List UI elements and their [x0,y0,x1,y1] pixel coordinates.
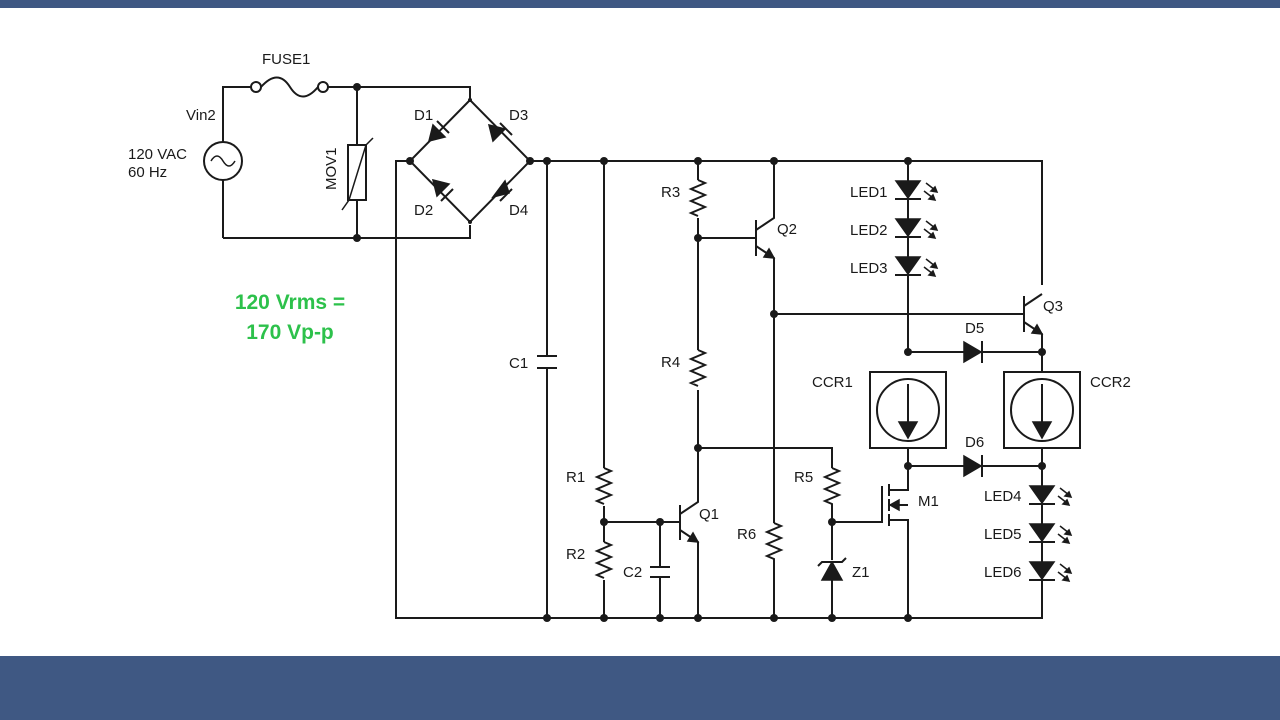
voltage-note-line1: 120 Vrms = [235,291,345,314]
label-m1: M1 [918,493,939,510]
fuse1 [250,76,329,98]
zener-z1 [817,557,847,618]
label-r4: R4 [661,354,680,371]
label-d3: D3 [509,107,528,124]
ccr2 [1003,371,1081,449]
label-led3: LED3 [850,260,888,277]
ac-input-section [203,76,471,242]
label-q1: Q1 [699,506,719,523]
capacitor-c2 [650,522,670,618]
capacitor-c1 [537,161,557,618]
label-r2: R2 [566,546,585,563]
mosfet-m1 [832,466,909,618]
led-string-1 [869,161,947,470]
m1-gate-network [698,447,909,618]
label-d1: D1 [414,107,433,124]
label-d4: D4 [509,202,528,219]
label-source-voltage: 120 VAC [128,146,187,163]
ac-source-vin2 [203,141,243,181]
label-d5: D5 [965,320,984,337]
label-led2: LED2 [850,222,888,239]
label-fuse1: FUSE1 [262,51,310,68]
diode-d2 [431,178,454,202]
transistor-q3 [1023,293,1044,352]
led2 [894,218,938,239]
label-mov1: MOV1 [323,147,340,190]
bottom-banner [0,656,1280,720]
led1 [894,180,938,201]
top-banner [0,0,1280,8]
label-ccr2: CCR2 [1090,374,1131,391]
led4 [1028,485,1072,506]
bridge-rectifier [406,98,534,224]
label-r6: R6 [737,526,756,543]
label-r1: R1 [566,469,585,486]
label-d6: D6 [965,434,984,451]
mov1 [341,87,374,238]
led-driver-schematic: FUSE1 Vin2 120 VAC 60 Hz MOV1 D1 D3 D2 D… [128,51,1131,622]
transistor-q2 [755,161,776,523]
label-source-frequency: 60 Hz [128,164,167,181]
led3 [894,256,938,277]
label-q2: Q2 [777,221,797,238]
led6 [1028,561,1072,582]
label-c1: C1 [509,355,528,372]
label-r3: R3 [661,184,680,201]
label-c2: C2 [623,564,642,581]
led5 [1028,523,1072,544]
label-led6: LED6 [984,564,1022,581]
label-led4: LED4 [984,488,1022,505]
q1-bias-network [594,161,700,618]
diode-d1 [427,120,450,143]
label-led1: LED1 [850,184,888,201]
diode-d4 [491,179,513,202]
diode-d6 [908,448,1043,484]
transistor-q1 [679,448,700,618]
voltage-note-line2: 170 Vp-p [246,321,334,344]
diode-d3 [487,122,513,143]
diode-d5 [908,340,1043,372]
label-led5: LED5 [984,526,1022,543]
q2-network [688,161,1024,618]
label-r5: R5 [794,469,813,486]
label-vin2: Vin2 [186,107,216,124]
label-ccr1: CCR1 [812,374,853,391]
label-q3: Q3 [1043,298,1063,315]
led-string-2 [908,293,1081,582]
label-d2: D2 [414,202,433,219]
ccr1 [869,371,947,449]
label-z1: Z1 [852,564,870,581]
